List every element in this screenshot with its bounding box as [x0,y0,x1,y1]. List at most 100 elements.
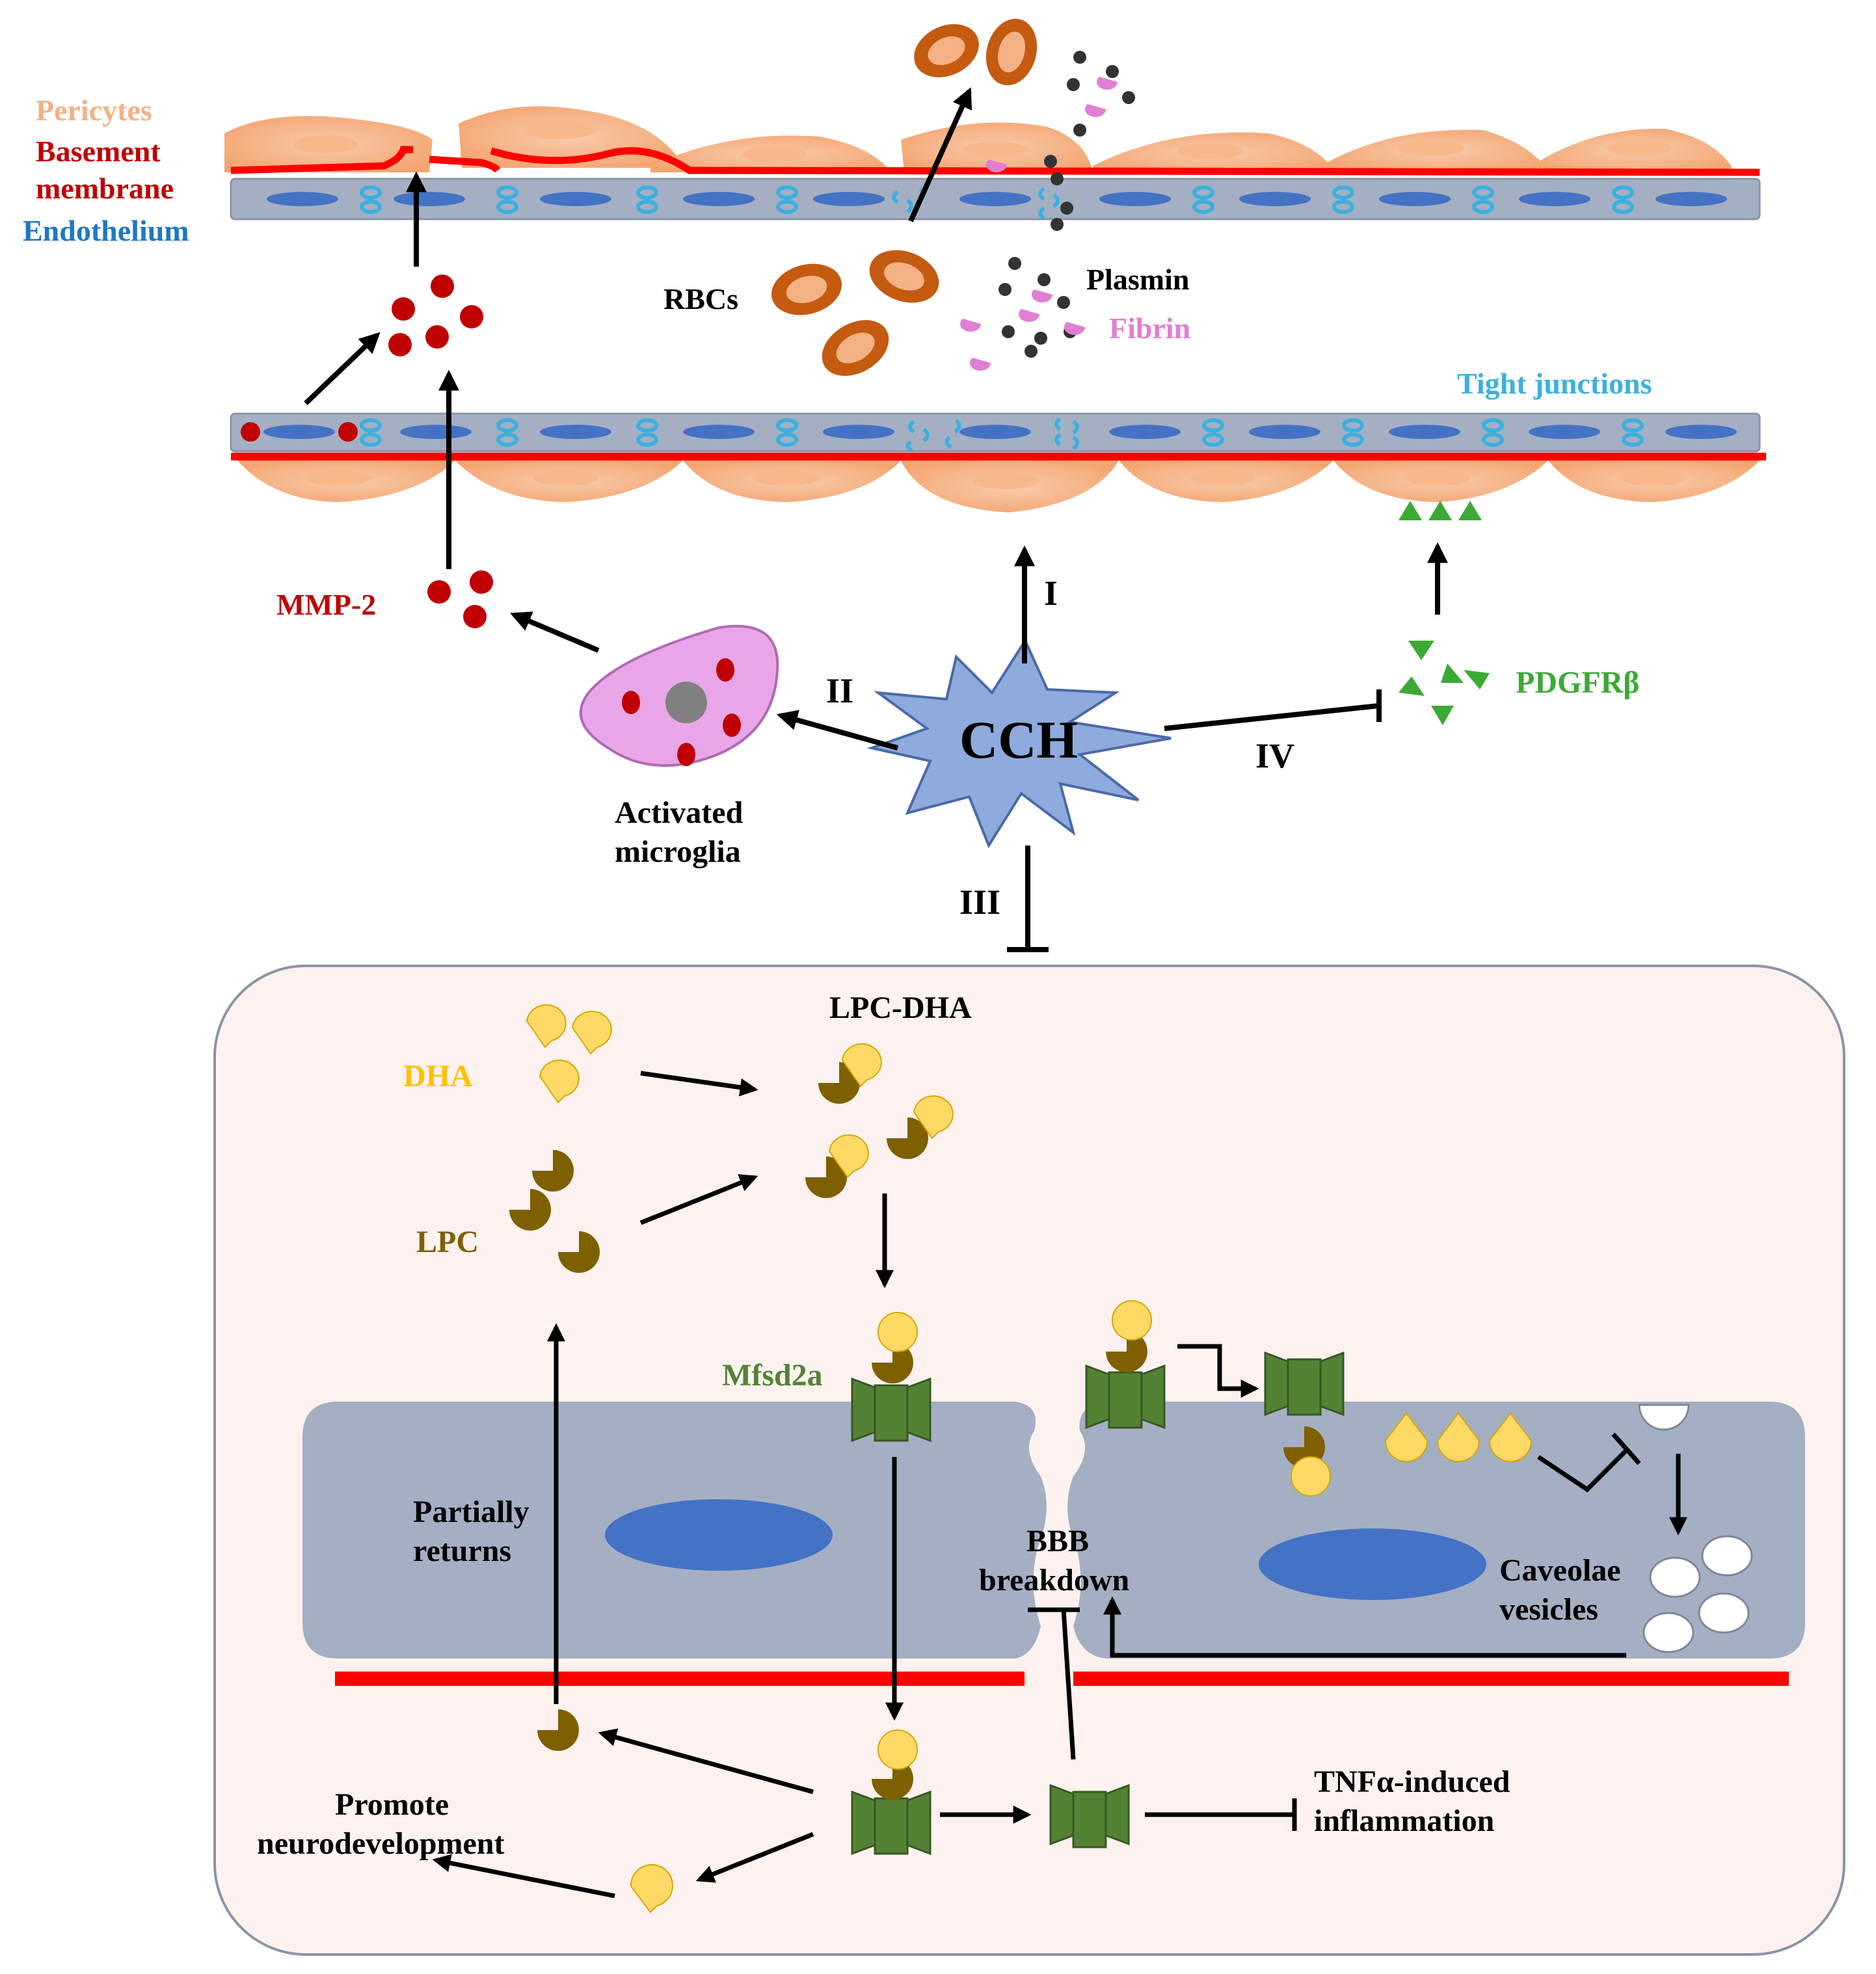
microglia-nucleus [665,682,707,723]
lpc-dha [805,1134,869,1198]
endothelial-nucleus [263,425,335,439]
pericyte-nucleus [963,142,1028,157]
plasmin-dot [1122,91,1135,104]
pdgfrb-triangle [1464,670,1490,689]
endothelial-nucleus [1099,192,1171,206]
label-partially-returns-2: returns [413,1534,511,1568]
label-path-iv: IV [1255,736,1294,775]
pdgfrb-triangle [1431,706,1454,725]
mmp2-particle [431,274,454,298]
caveola-vesicle [1649,1556,1701,1598]
tight-junction-broken [1054,417,1079,451]
endothelial-nucleus [683,192,755,206]
endothelial-nucleus [959,425,1031,439]
endothelial-nucleus [813,192,885,206]
mmp2-particle [338,422,358,442]
bound-lpc-dha [872,1300,1331,1800]
label-basement-1: Basement [36,135,161,168]
mmp2-particle [427,580,451,604]
mfsd2a-right-moving [1264,1351,1345,1417]
dha-released [630,1864,673,1914]
tight-junction [496,185,518,214]
mmp2-particle [241,422,260,442]
lpc-dha-complexes [805,1043,954,1198]
mfsd2a-transporters [851,1351,1345,1856]
label-promote-2: neurodevelopment [257,1826,504,1861]
lpc-returned [537,1709,579,1751]
microglia-mmp2-granules [622,658,741,766]
tight-junction [1192,185,1214,214]
mfsd2a-right-entry [1085,1364,1166,1430]
mmp2-particle [425,325,449,349]
rbc [822,320,889,376]
lpc-free [509,1150,600,1273]
plasmin-dot [1025,345,1038,358]
fibrin-shape [970,358,991,371]
rbc [771,263,842,315]
lower-pericyte-layer [237,460,1760,513]
basement-membrane-left [335,1672,1025,1686]
endothelial-nucleus [1655,192,1727,206]
lumen-plasmin-fibrin [960,257,1085,371]
lpc-dha [818,1043,882,1104]
endothelial-nucleus [1379,192,1451,206]
endothelial-nucleus [959,192,1031,206]
mmp2-cluster-lower [427,570,493,628]
inhibit-mfsd2a-bbb [1061,1609,1076,1760]
label-lpc: LPC [416,1225,479,1259]
label-tnf-2: inflammation [1314,1804,1494,1838]
lpc-pacman [558,1231,600,1273]
rbc [914,24,979,77]
label-caveolae-2: vesicles [1499,1592,1598,1627]
lower-mmp2-in-vessel [241,422,358,442]
cch-starburst [866,637,1172,849]
label-bbb-2: breakdown [979,1563,1129,1597]
plasmin-dot [1051,218,1064,231]
label-mmp2: MMP-2 [276,588,376,621]
label-tnf-1: TNFα-induced [1314,1765,1510,1799]
pericyte-nucleus [755,470,820,486]
arrow-dha-to-complex [640,1071,758,1097]
leaked-rbcs [914,18,1038,86]
arrow-to-dha-released [695,1832,814,1883]
tight-junction [1612,185,1634,214]
dha-drop [1436,1412,1481,1462]
label-lpc-dha: LPC-DHA [829,991,972,1025]
tight-junction [360,185,382,214]
endothelial-nucleus [1239,192,1311,206]
endothelial-nucleus [683,425,755,439]
label-mfsd2a: Mfsd2a [722,1358,823,1393]
label-pdgfrb: PDGFRβ [1516,665,1640,700]
label-basement-2: membrane [36,172,174,205]
mmp2-particle [460,305,483,328]
pdgfrb-free [1399,641,1490,725]
plasmin-dot [1060,202,1073,215]
fibrin-shape [986,159,1007,172]
endothelial-nucleus [1109,425,1181,439]
tight-junction [776,418,798,447]
endothelial-nucleus [540,425,611,439]
caveolae-vesicles [1638,1404,1753,1653]
endothelial-nucleus [400,425,472,439]
pericyte-nucleus [1405,470,1470,486]
caveola-vesicle [1701,1535,1753,1577]
lpc-pacman [509,1189,551,1231]
rbc [869,250,939,303]
tight-junction [636,418,658,447]
fibrin-shape [1019,309,1039,322]
label-path-iii: III [959,883,1000,922]
pericyte-nucleus [1607,140,1672,156]
endothelial-nucleus [1389,425,1460,439]
dha-drop [1384,1412,1428,1462]
plasmin-dot [1002,325,1015,338]
fibrin-shape [960,319,981,332]
plasmin-dot [998,283,1012,296]
arrow-caveolae-to-bbb [1103,1596,1626,1658]
caveola-vesicle [1698,1592,1750,1634]
mfsd2a-empty [1049,1783,1130,1848]
mmp2-cluster-upper [388,274,483,356]
tight-junction [1202,418,1224,447]
arrows-upper [304,87,1448,952]
pericyte-nucleus [1399,140,1464,156]
